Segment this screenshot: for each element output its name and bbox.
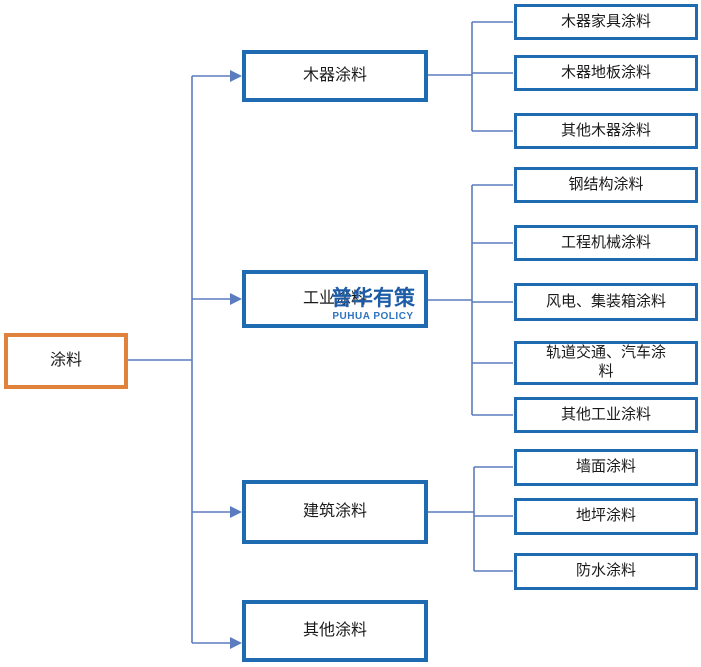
arrowhead-wood xyxy=(230,70,242,82)
arrowhead-architectural xyxy=(230,506,242,518)
node-industrial-coatings: 工业涂料 xyxy=(242,270,428,328)
node-other-wood-coatings: 其他木器涂料 xyxy=(514,113,698,149)
arrowhead-other xyxy=(230,637,242,649)
node-wood-coatings: 木器涂料 xyxy=(242,50,428,102)
node-steel-structure-coatings: 钢结构涂料 xyxy=(514,167,698,203)
node-rail-auto-coatings: 轨道交通、汽车涂料 xyxy=(514,341,698,385)
node-architectural-coatings: 建筑涂料 xyxy=(242,480,428,544)
arrowheads xyxy=(230,70,242,649)
node-waterproof-coatings: 防水涂料 xyxy=(514,553,698,590)
node-floor-coatings: 地坪涂料 xyxy=(514,498,698,535)
node-windpower-container-coatings: 风电、集装箱涂料 xyxy=(514,283,698,321)
node-wood-furniture-coatings: 木器家具涂料 xyxy=(514,4,698,40)
node-other-coatings: 其他涂料 xyxy=(242,600,428,662)
node-wall-coatings: 墙面涂料 xyxy=(514,449,698,486)
node-root-coatings: 涂料 xyxy=(4,333,128,389)
node-construction-machinery-coatings: 工程机械涂料 xyxy=(514,225,698,261)
node-wood-floor-coatings: 木器地板涂料 xyxy=(514,55,698,91)
node-other-industrial-coatings: 其他工业涂料 xyxy=(514,397,698,433)
arrowhead-industrial xyxy=(230,293,242,305)
